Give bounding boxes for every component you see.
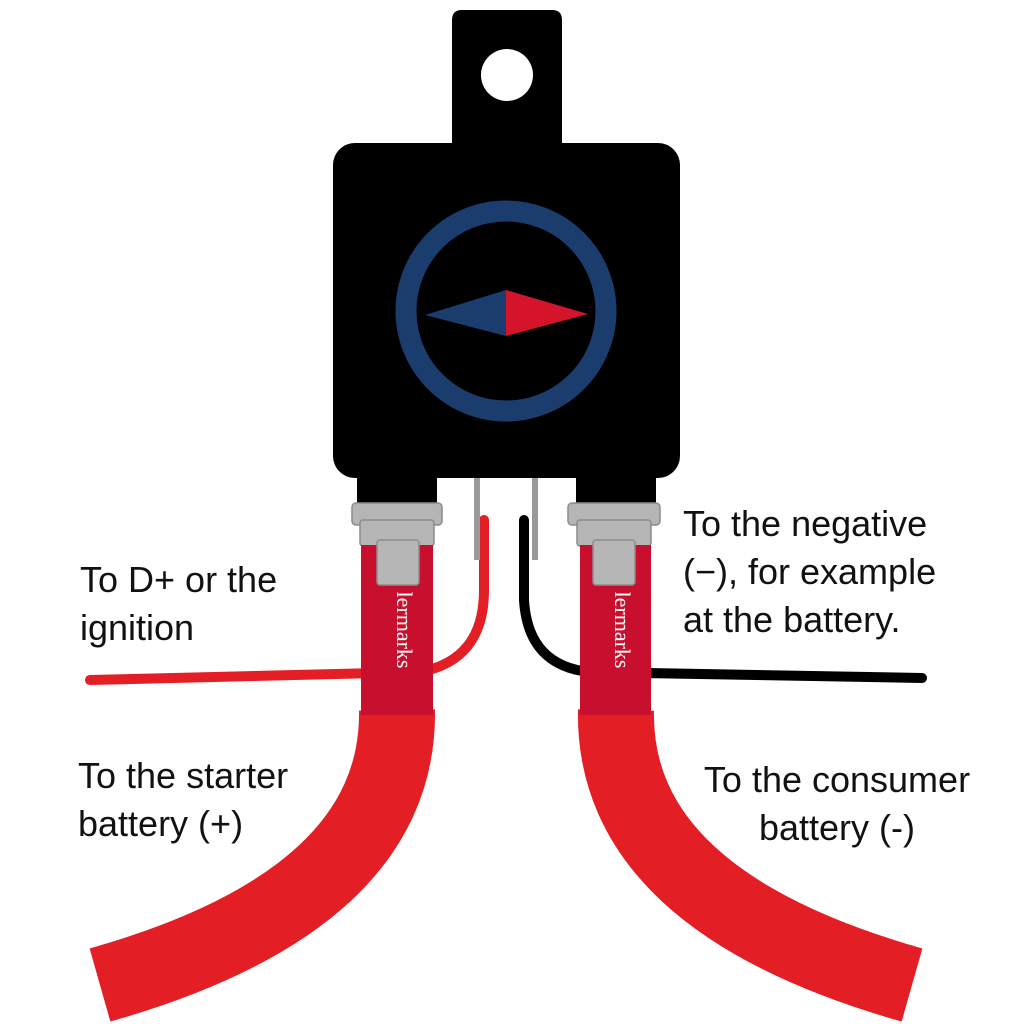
- label-consumer-battery: To the consumer battery (-): [676, 756, 998, 852]
- label-starter-line-2: battery (+): [78, 803, 244, 844]
- left-ferrule: [376, 539, 420, 586]
- label-negative-line-3: at the battery.: [683, 599, 901, 640]
- label-dplus-ignition: To D+ or the ignition: [80, 556, 277, 652]
- consumer-battery-cable: [577, 709, 923, 1022]
- pin-left: [474, 478, 480, 560]
- label-consumer-line-1: To the consumer: [703, 759, 971, 800]
- right-terminal-assembly: lermarks: [567, 502, 661, 715]
- label-starter-line-1: To the starter: [78, 755, 289, 796]
- right-ferrule: [592, 539, 636, 586]
- label-negative-line-1: To the negative: [683, 503, 928, 544]
- label-dplus-line-2: ignition: [80, 607, 195, 648]
- label-negative-line-2: (−), for example: [683, 551, 937, 592]
- label-negative: To the negative (−), for example at the …: [683, 500, 936, 644]
- pin-right: [532, 478, 538, 560]
- sleeve-brand-left: lermarks: [392, 592, 417, 669]
- sleeve-brand-right: lermarks: [610, 592, 635, 669]
- left-terminal-assembly: lermarks: [351, 502, 443, 715]
- label-starter-battery: To the starter battery (+): [78, 752, 288, 848]
- needle-right-red: [506, 290, 588, 336]
- mounting-hole: [481, 49, 533, 101]
- starter-battery-cable: [89, 709, 436, 1022]
- label-dplus-line-1: To D+ or the: [80, 559, 278, 600]
- needle-left-blue: [425, 290, 506, 336]
- dial-ring: [395, 200, 617, 422]
- label-consumer-line-2: battery (-): [758, 807, 916, 848]
